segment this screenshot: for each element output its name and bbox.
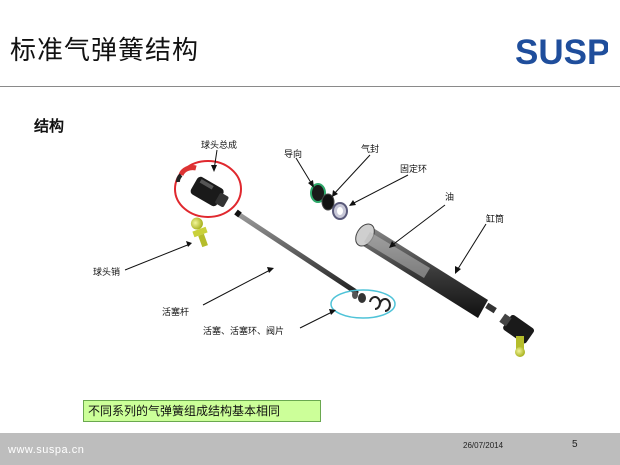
label-retaining-ring: 固定环 — [400, 165, 428, 175]
gas-seal-part — [321, 193, 335, 211]
ball-head-highlight — [174, 160, 242, 218]
footer-bar — [0, 433, 620, 465]
label-ball-head-assembly: 球头总成 — [201, 141, 238, 151]
label-cylinder: 缸筒 — [486, 215, 505, 225]
ball-head-body — [190, 176, 229, 207]
logo-text: SUSPA — [515, 33, 608, 72]
cylinder-tube — [355, 223, 497, 318]
piston-parts — [352, 291, 391, 312]
footer-url[interactable]: www.suspa.cn — [8, 444, 85, 456]
label-oil: 油 — [445, 193, 455, 203]
label-piston-parts: 活塞、活塞环、阀片 — [203, 327, 285, 337]
label-ball-pin: 球头销 — [93, 268, 121, 278]
piston-rod — [235, 211, 359, 295]
ball-head-clip — [178, 165, 197, 177]
slide-title: 标准气弹簧结构 — [10, 36, 200, 66]
label-guide: 导向 — [284, 150, 303, 160]
summary-note: 不同系列的气弹簧组成结构基本相同 — [83, 400, 321, 422]
leader-arrowheads — [186, 165, 461, 315]
section-heading: 结构 — [34, 117, 65, 135]
leader-lines — [124, 149, 487, 329]
ball-pin — [190, 217, 208, 248]
end-fitting — [499, 313, 535, 344]
header-divider — [0, 86, 620, 87]
label-gas-seal: 气封 — [361, 145, 380, 155]
piston-parts-highlight — [330, 289, 396, 319]
end-ball-pin — [515, 336, 525, 357]
footer-date: 26/07/2014 — [463, 441, 504, 450]
suspa-logo: SUSPA — [515, 33, 608, 72]
page-number: 5 — [572, 439, 578, 450]
guide-part — [310, 183, 326, 203]
label-piston-rod: 活塞杆 — [162, 308, 190, 318]
